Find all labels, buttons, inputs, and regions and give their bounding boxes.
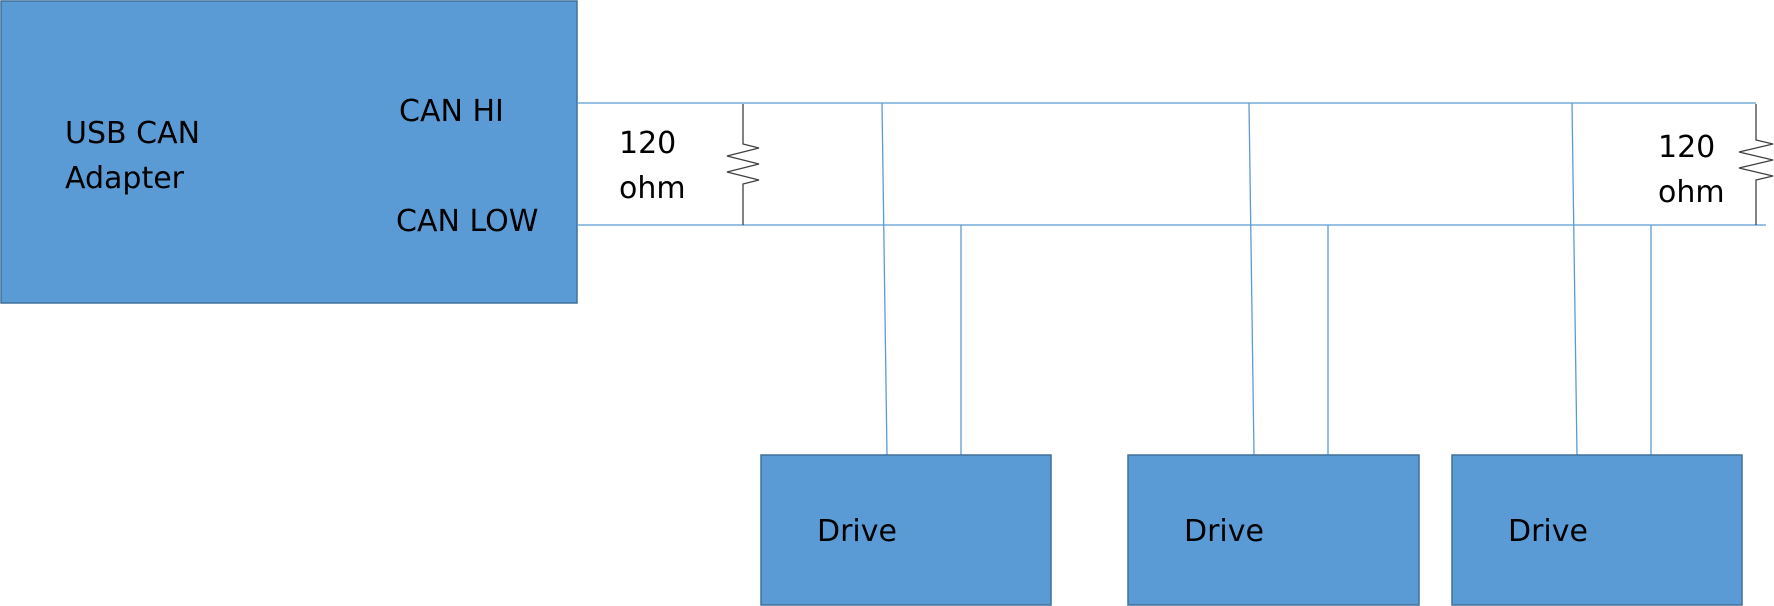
terminator-right-unit: ohm (1658, 175, 1725, 210)
drive-label: Drive (817, 514, 897, 549)
drive-3-hi-stub (1571, 102, 1578, 456)
can-low-label: CAN LOW (396, 204, 538, 239)
drive-box (1451, 454, 1743, 606)
drive-2-hi-stub (1248, 102, 1255, 456)
drive-2: Drive (1127, 454, 1420, 606)
drive-box (1127, 454, 1420, 606)
terminator-left-value: 120 (619, 126, 676, 161)
terminator-right-value: 120 (1658, 130, 1715, 165)
resistor-icon (726, 104, 760, 225)
adapter-label-line1: USB CAN (65, 116, 200, 151)
drive-3: Drive (1451, 454, 1743, 606)
can-hi-label: CAN HI (399, 94, 504, 129)
resistor-icon (1738, 104, 1774, 225)
terminator-left-unit: ohm (619, 171, 686, 206)
drive-label: Drive (1508, 514, 1588, 549)
drive-1-hi-stub (881, 102, 888, 456)
terminator-right: 120 ohm (1658, 104, 1774, 225)
terminator-left: 120 ohm (619, 104, 760, 225)
usb-can-adapter: USB CAN Adapter CAN HI CAN LOW (0, 0, 578, 304)
adapter-label-line2: Adapter (65, 161, 185, 196)
drive-label: Drive (1184, 514, 1264, 549)
adapter-box (0, 0, 578, 304)
drive-stubs (881, 102, 1652, 456)
drive-box (760, 454, 1052, 606)
drive-1: Drive (760, 454, 1052, 606)
